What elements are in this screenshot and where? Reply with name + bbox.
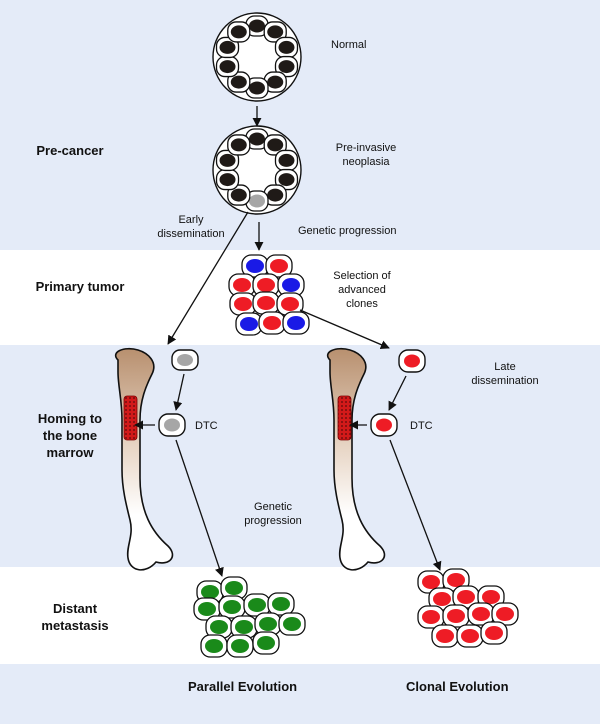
acinus-cell: [227, 184, 251, 206]
primary-tumor-cluster: [228, 254, 310, 336]
stage-label-pre-cancer: Pre-cancer: [36, 143, 104, 158]
footer-parallel-evolution: Parallel Evolution: [188, 679, 298, 694]
acinus-cell: [274, 149, 299, 172]
marrow-left: [123, 395, 138, 441]
label-pre-invasive: Pre-invasive neoplasia: [335, 142, 397, 168]
cluster-cell: [467, 602, 495, 626]
label-selection: Selection of advanced clones: [333, 270, 391, 310]
cell-late-top: [398, 349, 426, 373]
stage-label-homing: Homing to the bone marrow: [37, 411, 103, 460]
arrow-early-dissemination: [167, 211, 249, 345]
marrow-right: [337, 395, 352, 441]
label-dtc-left: DTC: [195, 420, 218, 432]
cluster-cell: [442, 568, 470, 592]
arrows: [134, 106, 442, 577]
cluster-cell: [480, 621, 508, 645]
cluster-cell: [243, 593, 271, 617]
label-early-dissemination: Early dissemination: [157, 214, 225, 240]
cluster-cell: [252, 631, 280, 655]
cluster-cell: [252, 273, 280, 297]
band-homing: [0, 345, 600, 567]
cell-late-dtc: [370, 413, 398, 437]
cluster-cell: [282, 311, 310, 335]
acinus-cell: [274, 168, 299, 191]
clonal-metastasis-cluster: [417, 568, 519, 648]
cell-early-dtc-top: [171, 349, 199, 371]
cluster-cell: [277, 273, 305, 297]
acinus-cell: [274, 55, 299, 78]
acinus-cell: [227, 21, 251, 43]
acinus-cell: [227, 71, 251, 93]
cluster-cell: [431, 624, 459, 648]
acinus-cell: [227, 134, 251, 156]
arrow-late-dissemination: [299, 309, 390, 349]
arrow-to-clonal-metastasis: [389, 439, 442, 571]
cluster-cell: [241, 254, 269, 278]
stage-label-distant-metastasis: Distant metastasis: [41, 601, 109, 633]
cluster-cell: [218, 595, 246, 619]
acinus-cell: [215, 36, 240, 59]
stage-label-primary-tumor: Primary tumor: [35, 279, 125, 294]
cluster-cell: [235, 312, 263, 336]
band-pre-cancer: [0, 0, 600, 250]
pre-invasive-acinus: [212, 125, 302, 215]
cluster-cell: [226, 634, 254, 658]
acinus-cell: [245, 190, 269, 212]
acinus-cell: [215, 149, 240, 172]
band-footer: [0, 664, 600, 724]
cluster-cell: [252, 291, 280, 315]
parallel-metastasis-cluster: [193, 576, 306, 658]
cluster-cell: [276, 292, 304, 316]
acinus-cell: [245, 77, 269, 99]
normal-acinus: [212, 12, 302, 102]
cluster-cell: [193, 597, 221, 621]
cluster-cell: [229, 292, 257, 316]
acinus-cell: [215, 168, 240, 191]
acinus-cell: [274, 36, 299, 59]
cluster-cell: [278, 612, 306, 636]
cluster-cell: [267, 592, 295, 616]
cluster-cell: [456, 624, 484, 648]
label-normal: Normal: [331, 39, 367, 51]
label-genetic-progression-1: Genetic progression: [298, 225, 397, 237]
cluster-cell: [220, 576, 248, 600]
cluster-cell: [254, 612, 282, 636]
cluster-cell: [265, 254, 293, 278]
acinus-cell: [263, 134, 287, 156]
acinus-cell: [263, 21, 287, 43]
cell-early-dtc: [158, 413, 186, 437]
cluster-cell: [442, 604, 470, 628]
acinus-cell: [215, 55, 240, 78]
cluster-cell: [452, 585, 480, 609]
cluster-cell: [258, 311, 286, 335]
arrow-late-homing: [388, 375, 407, 411]
label-dtc-right: DTC: [410, 420, 433, 432]
bone-left: [114, 347, 174, 571]
cluster-cell: [200, 634, 228, 658]
arrow-to-parallel-metastasis: [175, 439, 224, 577]
footer-clonal-evolution: Clonal Evolution: [406, 679, 509, 694]
label-genetic-progression-2: Genetic progression: [244, 501, 302, 527]
cluster-cell: [228, 273, 256, 297]
arrow-early-homing: [173, 373, 185, 411]
label-late-dissemination: Late dissemination: [471, 361, 539, 387]
acinus-cell: [263, 184, 287, 206]
bone-right: [326, 347, 386, 571]
